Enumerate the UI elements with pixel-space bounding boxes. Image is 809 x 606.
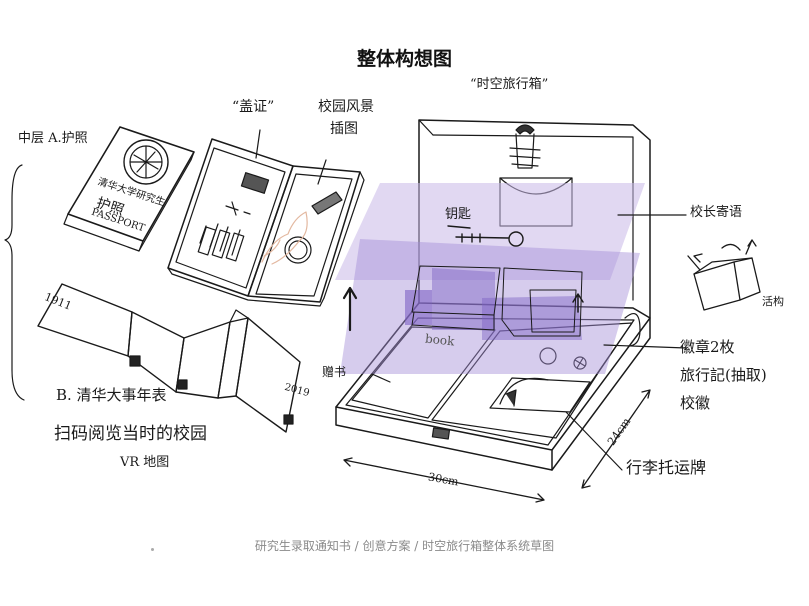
label-middle-layer-passport: 中层 A.护照 bbox=[18, 131, 88, 146]
passport-closed bbox=[64, 127, 194, 251]
purple-layers bbox=[335, 183, 645, 374]
page-title: 整体构想图 bbox=[356, 48, 452, 70]
label-book-word: book bbox=[424, 331, 456, 349]
label-timeline: B. 清华大事年表 bbox=[56, 386, 167, 404]
label-travel-record: 旅行記(抽取) bbox=[680, 366, 767, 384]
label-luggage-tag: 行李托运牌 bbox=[626, 458, 707, 477]
arrow-up-right bbox=[573, 294, 583, 312]
passport-open bbox=[168, 139, 364, 306]
arrow-up-left bbox=[344, 288, 356, 330]
suitcase bbox=[336, 120, 650, 470]
label-gift-book: 赠书 bbox=[322, 365, 347, 379]
label-school-badge: 校徽 bbox=[680, 394, 711, 412]
label-live-structure: 活构 bbox=[762, 295, 784, 308]
key-drawing bbox=[448, 226, 523, 246]
label-campus-scenery: 校园风景 bbox=[318, 99, 374, 115]
timeline-foldout bbox=[38, 284, 300, 432]
left-brace bbox=[5, 165, 24, 400]
label-stamp: “盖证” bbox=[232, 99, 275, 115]
label-alumni-message: 校长寄语 bbox=[690, 205, 743, 220]
page-caption: 研究生录取通知书 / 创意方案 / 时空旅行箱整体系统草图 bbox=[254, 539, 555, 553]
label-suitcase-name: “时空旅行箱” bbox=[470, 77, 549, 92]
label-vr-map: VR 地图 bbox=[120, 455, 170, 470]
label-badges: 徽章2枚 bbox=[680, 338, 735, 356]
depth-dimension bbox=[582, 390, 650, 488]
label-scan-vr: 扫码阅览当时的校园 bbox=[54, 424, 207, 444]
layer-items bbox=[412, 266, 582, 336]
width-dimension bbox=[344, 458, 544, 502]
label-key: 钥匙 bbox=[445, 207, 472, 222]
caption-dot bbox=[151, 548, 154, 551]
live-structure-box bbox=[688, 240, 760, 310]
label-illustration: 插图 bbox=[330, 121, 358, 137]
